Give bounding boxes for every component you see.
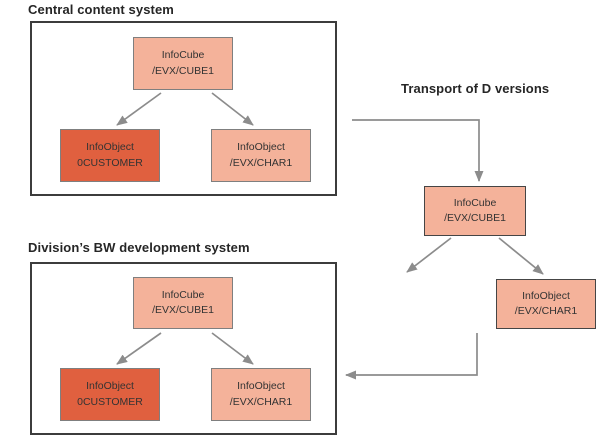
central-infocube-node: InfoCube /EVX/CUBE1 — [133, 37, 233, 90]
central-infoobject-char1-node: InfoObject /EVX/CHAR1 — [211, 129, 311, 182]
node-code-label: /EVX/CUBE1 — [152, 64, 214, 77]
node-type-label: InfoCube — [453, 196, 497, 209]
node-type-label: InfoCube — [161, 288, 205, 301]
division-infoobject-char1-node: InfoObject /EVX/CHAR1 — [211, 368, 311, 421]
division-infoobject-0customer-node: InfoObject 0CUSTOMER — [60, 368, 160, 421]
node-code-label: 0CUSTOMER — [77, 395, 143, 408]
node-type-label: InfoObject — [522, 289, 570, 302]
transport-infoobject-char1-node: InfoObject /EVX/CHAR1 — [496, 279, 596, 329]
node-type-label: InfoObject — [237, 380, 285, 393]
node-type-label: InfoObject — [86, 380, 134, 393]
arrow-transport-infocube-to-left — [406, 237, 452, 273]
central-infoobject-0customer-node: InfoObject 0CUSTOMER — [60, 129, 160, 182]
node-code-label: 0CUSTOMER — [77, 156, 143, 169]
node-code-label: /EVX/CHAR1 — [229, 156, 293, 169]
node-type-label: InfoObject — [86, 141, 134, 154]
division-system-label: Division’s BW development system — [28, 240, 250, 255]
transport-label: Transport of D versions — [401, 81, 550, 96]
node-type-label: InfoCube — [161, 49, 205, 62]
node-code-label: /EVX/CUBE1 — [444, 212, 506, 224]
arrow-transport-into-division-system — [345, 333, 478, 380]
node-type-label: InfoObject — [237, 141, 285, 154]
arrow-transport-infocube-to-char1 — [498, 237, 544, 275]
node-code-label: /EVX/CHAR1 — [229, 395, 293, 408]
arrow-transport-out-of-central-system — [352, 119, 484, 182]
node-code-label: /EVX/CUBE1 — [152, 304, 214, 316]
central-system-label: Central content system — [28, 2, 174, 17]
division-infocube-node: InfoCube /EVX/CUBE1 — [133, 277, 233, 329]
transport-infocube-node: InfoCube /EVX/CUBE1 — [424, 186, 526, 236]
node-code-label: /EVX/CHAR1 — [514, 305, 578, 317]
